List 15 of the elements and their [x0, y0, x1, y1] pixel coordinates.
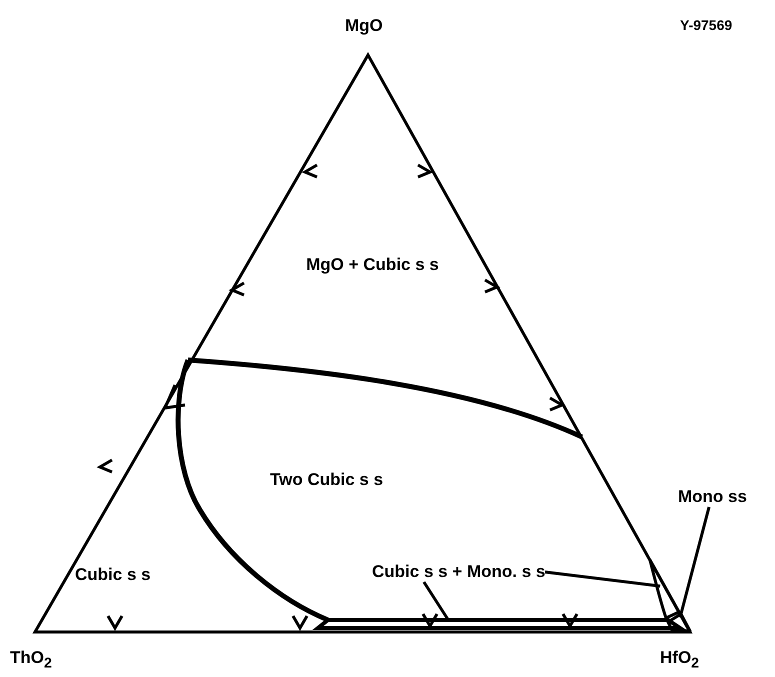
phase-region-wedge [666, 612, 692, 632]
phase-label: Cubic s s [75, 565, 151, 585]
leader-line [422, 581, 450, 621]
vertex-label: ThO$_{2}$ [10, 648, 52, 672]
two-phase-band [312, 618, 687, 630]
phase-label: Two Cubic s s [270, 470, 384, 490]
vertex-label: HfO$_{2}$ [660, 648, 700, 672]
phase-label: Cubic s s + Mono. s s [372, 562, 546, 582]
phase-label: MgO + Cubic s s [305, 254, 440, 276]
leader-line [678, 506, 710, 618]
phase-label: Mono ss [678, 487, 747, 507]
vertex-label: MgO [345, 16, 383, 36]
phase-region-wedge [648, 558, 680, 620]
figure-number: Y-97569 [680, 17, 732, 33]
leader-line [544, 570, 660, 588]
